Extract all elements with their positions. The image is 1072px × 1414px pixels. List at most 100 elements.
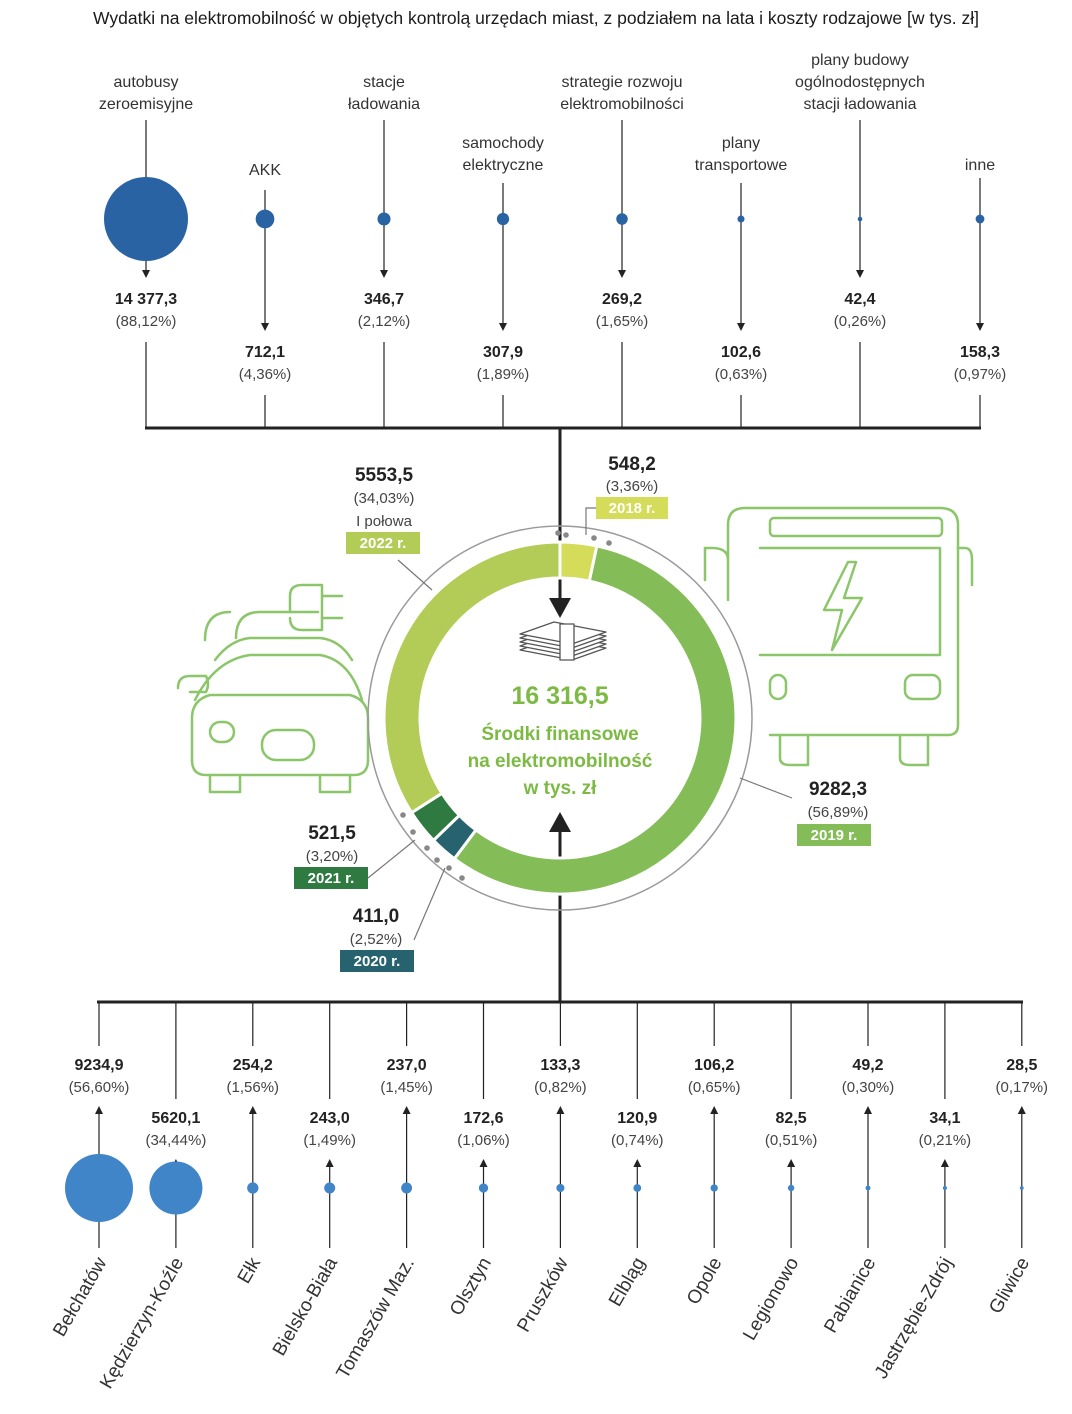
year-badge	[596, 497, 668, 519]
arrow-up-head	[549, 812, 571, 832]
category-label: stacji ładowania	[804, 96, 917, 113]
category-bubble	[975, 214, 985, 224]
callout-dot	[400, 812, 406, 818]
category-label: elektryczne	[463, 157, 544, 174]
electric-car-icon	[176, 583, 370, 794]
callout-dot	[459, 875, 465, 881]
category-bubble	[496, 212, 510, 226]
category-bubble	[255, 209, 275, 229]
city-percent: (0,51%)	[765, 1132, 818, 1149]
year-value: 411,0	[353, 906, 400, 927]
city-percent: (1,49%)	[303, 1132, 356, 1149]
category-value: 158,3	[960, 344, 1000, 361]
category-percent: (88,12%)	[116, 313, 177, 330]
category-label: inne	[965, 157, 995, 174]
category-label: ładowania	[348, 96, 420, 113]
callout-leader	[397, 559, 433, 591]
callout-leader	[739, 777, 793, 799]
year-percent: (3,36%)	[606, 478, 659, 495]
category-label: strategie rozwoju	[562, 74, 683, 91]
city-label: Jastrzębie-Zdrój	[871, 1254, 957, 1382]
donut-slice	[382, 540, 562, 815]
category-label: ogólnodostępnych	[795, 74, 925, 91]
category-value: 102,6	[721, 344, 761, 361]
city-value: 34,1	[929, 1110, 960, 1127]
city-value: 49,2	[852, 1057, 883, 1074]
category-percent: (2,12%)	[358, 313, 411, 330]
city-percent: (0,17%)	[996, 1079, 1049, 1096]
year-badge	[294, 867, 368, 889]
city-bubble	[1019, 1186, 1024, 1190]
city-bubble	[865, 1185, 871, 1191]
city-label: Elbląg	[605, 1254, 650, 1310]
category-value: 307,9	[483, 344, 523, 361]
city-value: 172,6	[463, 1110, 503, 1127]
center-line-1: Środki finansowe	[481, 723, 638, 745]
years-donut: 548,2(3,36%)2018 r.9282,3(56,89%)2019 r.…	[294, 454, 871, 972]
electric-bus-icon	[703, 506, 974, 767]
category-percent: (4,36%)	[239, 366, 292, 383]
callout-dot	[424, 845, 430, 851]
city-percent: (0,21%)	[919, 1132, 972, 1149]
chart-title: Wydatki na elektromobilność w objętych k…	[93, 8, 979, 28]
city-bubble	[556, 1183, 565, 1193]
callout-leader	[585, 507, 596, 535]
category-label: elektromobilności	[560, 96, 684, 113]
category-label: stacje	[363, 74, 405, 91]
city-bubble	[247, 1182, 259, 1194]
category-label: plany	[722, 135, 760, 152]
year-badge-label: 2019 r.	[811, 827, 858, 844]
city-label: Ełk	[234, 1254, 266, 1288]
center-line-2: na elektromobilność	[468, 751, 653, 772]
money-stack-icon	[519, 621, 607, 661]
year-note: I połowa	[356, 513, 413, 530]
category-value: 346,7	[364, 291, 404, 308]
city-value: 133,3	[540, 1057, 580, 1074]
category-value: 269,2	[602, 291, 642, 308]
city-value: 237,0	[387, 1057, 427, 1074]
city-bubble	[942, 1185, 947, 1191]
city-bubble	[787, 1184, 795, 1192]
city-bubble	[710, 1184, 718, 1192]
city-label: Pabianice	[820, 1254, 880, 1337]
city-label: Olsztyn	[446, 1254, 496, 1319]
city-value: 106,2	[694, 1057, 734, 1074]
connectors	[97, 426, 1023, 1004]
category-value: 42,4	[844, 291, 875, 308]
callout-dot	[410, 829, 416, 835]
year-percent: (3,20%)	[306, 848, 359, 865]
year-badge	[797, 824, 871, 846]
callout-dot	[434, 857, 440, 863]
category-bubble	[104, 177, 188, 261]
category-value: 14 377,3	[115, 291, 177, 308]
city-bubble	[478, 1183, 489, 1193]
center-line-3: w tys. zł	[523, 778, 598, 799]
year-percent: (34,03%)	[354, 490, 415, 507]
year-badge-label: 2021 r.	[308, 870, 355, 887]
city-value: 254,2	[233, 1057, 273, 1074]
year-value: 548,2	[608, 454, 656, 475]
year-percent: (56,89%)	[808, 804, 869, 821]
category-label: transportowe	[695, 157, 788, 174]
city-label: Bielsko-Biała	[269, 1254, 342, 1360]
year-value: 9282,3	[809, 779, 867, 800]
city-percent: (1,06%)	[457, 1132, 510, 1149]
city-percent: (0,82%)	[534, 1079, 587, 1096]
category-value: 712,1	[245, 344, 285, 361]
category-bubble	[616, 213, 628, 225]
city-bubble	[401, 1182, 413, 1194]
category-bubble	[377, 212, 391, 226]
year-badge-label: 2022 r.	[360, 535, 407, 552]
city-value: 82,5	[776, 1110, 807, 1127]
city-percent: (0,74%)	[611, 1132, 664, 1149]
category-label: plany budowy	[811, 52, 909, 69]
callout-leader	[367, 839, 416, 879]
city-label: Legionowo	[739, 1254, 803, 1344]
city-value: 9234,9	[75, 1057, 124, 1074]
city-percent: (0,65%)	[688, 1079, 741, 1096]
category-percent: (0,97%)	[954, 366, 1007, 383]
city-value: 5620,1	[151, 1110, 200, 1127]
city-label: Kędzierzyn-Koźle	[96, 1254, 188, 1393]
category-percent: (0,63%)	[715, 366, 768, 383]
